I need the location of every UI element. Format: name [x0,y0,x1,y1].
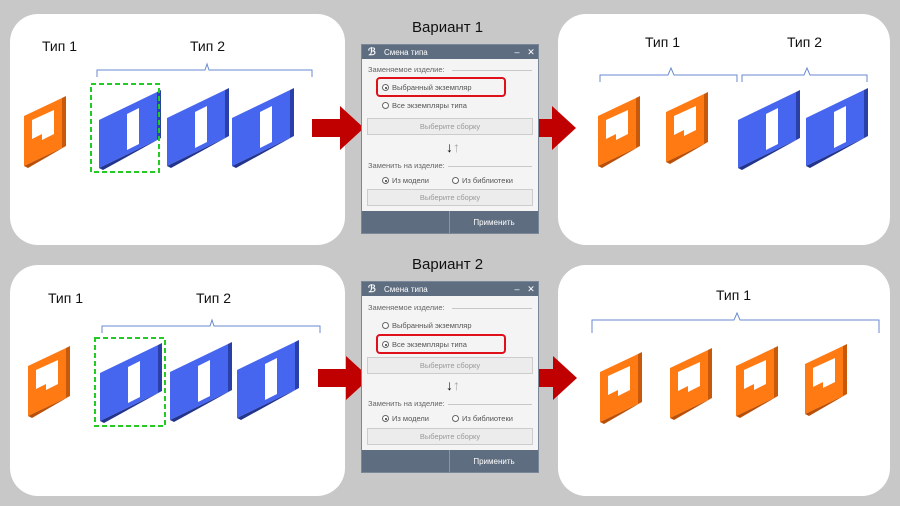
v2-highlight-box [376,334,506,354]
swap-arrows-icon: ↓↑ [446,139,460,155]
v1-radio-from-model[interactable]: Из модели [382,176,429,185]
radio-label: Из модели [392,414,429,423]
close-icon[interactable]: ✕ [527,283,535,294]
radio-dot-icon [382,322,389,329]
v1-change-type-dialog: ℬ Смена типа – ✕ Заменяемое изделие: Выб… [361,44,539,234]
v1-dialog-title: Смена типа [384,47,428,57]
variant-2-title: Вариант 2 [412,256,484,273]
v1-replaced-section-label: Заменяемое изделие: [368,65,445,74]
v1-arrow-in [312,106,364,150]
v2-choose-assembly-bottom-button[interactable]: Выберите сборку [367,428,533,445]
v2-left-type2-label: Тип 2 [196,290,232,306]
radio-dot-icon [382,415,389,422]
v1-right-orange-panel-2 [666,92,708,164]
v1-left-blue-panel-3 [232,88,294,168]
v1-highlight-box [376,77,506,97]
v2-left-type1-label: Тип 1 [48,290,84,306]
minimize-icon[interactable]: – [514,284,520,294]
v2-right-orange-panel-1 [600,352,642,424]
v2-right-type1-label: Тип 1 [716,287,752,303]
top-right-panel [558,14,890,245]
v1-dialog-titlebar: ℬ Смена типа – ✕ [362,45,538,59]
v2-change-type-dialog: ℬ Смена типа – ✕ Заменяемое изделие: Выб… [361,281,539,473]
v2-right-orange-panel-2 [670,348,712,420]
radio-label: Выбранный экземпляр [392,83,472,92]
radio-label: Из библиотеки [462,176,513,185]
v1-radio-all-instances[interactable]: Все экземпляры типа [382,101,467,110]
divider [448,404,532,405]
v1-apply-button[interactable]: Применить [449,211,538,233]
v2-radio-selected-instance[interactable]: Выбранный экземпляр [382,321,472,330]
v1-right-type1-label: Тип 1 [645,34,681,50]
v1-dialog-footer: Применить [362,211,538,233]
variant-1-title: Вариант 1 [412,19,484,36]
v2-apply-button[interactable]: Применить [449,450,538,472]
v1-radio-from-library[interactable]: Из библиотеки [452,176,513,185]
divider [452,70,532,71]
v2-dialog-titlebar: ℬ Смена типа – ✕ [362,282,538,296]
v1-choose-assembly-bottom-button[interactable]: Выберите сборку [367,189,533,206]
v1-selection-box [90,83,160,173]
v1-right-orange-panel-1 [598,96,640,168]
v1-right-bracket-2 [741,66,868,82]
v2-left-orange-panel [28,346,70,418]
v1-right-blue-panel-2 [806,88,868,168]
app-logo-icon: ℬ [368,46,376,58]
v2-dialog-footer: Применить [362,450,538,472]
v2-right-orange-panel-4 [805,344,847,416]
radio-dot-icon [452,415,459,422]
v1-left-type2-label: Тип 2 [190,38,226,54]
minimize-icon[interactable]: – [514,47,520,57]
v1-left-blue-panel-2 [167,88,229,168]
radio-dot-icon [382,102,389,109]
v1-left-type1-label: Тип 1 [42,38,78,54]
v2-right-orange-panel-3 [736,346,778,418]
radio-label: Выбранный экземпляр [392,321,472,330]
v1-left-blue-panel-1 [99,90,161,170]
v2-left-bracket [101,318,321,333]
v2-replace-with-section-label: Заменить на изделие: [368,399,445,408]
swap-arrows-icon: ↓↑ [446,377,460,393]
close-icon[interactable]: ✕ [527,46,535,57]
v2-replaced-section-label: Заменяемое изделие: [368,303,445,312]
v1-right-bracket-1 [599,66,738,82]
v1-choose-assembly-top-button[interactable]: Выберите сборку [367,118,533,135]
v2-radio-all-instances[interactable]: Все экземпляры типа [382,340,467,349]
v2-right-bracket [591,311,880,333]
v1-right-type2-label: Тип 2 [787,34,823,50]
v2-radio-from-model[interactable]: Из модели [382,414,429,423]
radio-dot-icon [382,177,389,184]
v2-left-blue-panel-2 [170,342,232,422]
v1-right-blue-panel-1 [738,90,800,170]
bottom-right-panel [558,265,890,496]
v2-dialog-title: Смена типа [384,284,428,294]
radio-label: Все экземпляры типа [392,340,467,349]
divider [452,308,532,309]
divider [448,166,532,167]
radio-label: Все экземпляры типа [392,101,467,110]
radio-label: Из модели [392,176,429,185]
app-logo-icon: ℬ [368,283,376,295]
v1-left-bracket [96,62,313,77]
radio-label: Из библиотеки [462,414,513,423]
v2-left-blue-panel-3 [237,340,299,420]
v2-selection-box [94,337,166,427]
v2-left-blue-panel-1 [100,343,162,423]
radio-dot-icon [452,177,459,184]
v2-choose-assembly-top-button[interactable]: Выберите сборку [367,357,533,374]
v1-left-orange-panel [24,96,66,168]
radio-dot-icon [382,341,389,348]
radio-dot-icon [382,84,389,91]
v1-replace-with-section-label: Заменить на изделие: [368,161,445,170]
v2-radio-from-library[interactable]: Из библиотеки [452,414,513,423]
v1-radio-selected-instance[interactable]: Выбранный экземпляр [382,83,472,92]
